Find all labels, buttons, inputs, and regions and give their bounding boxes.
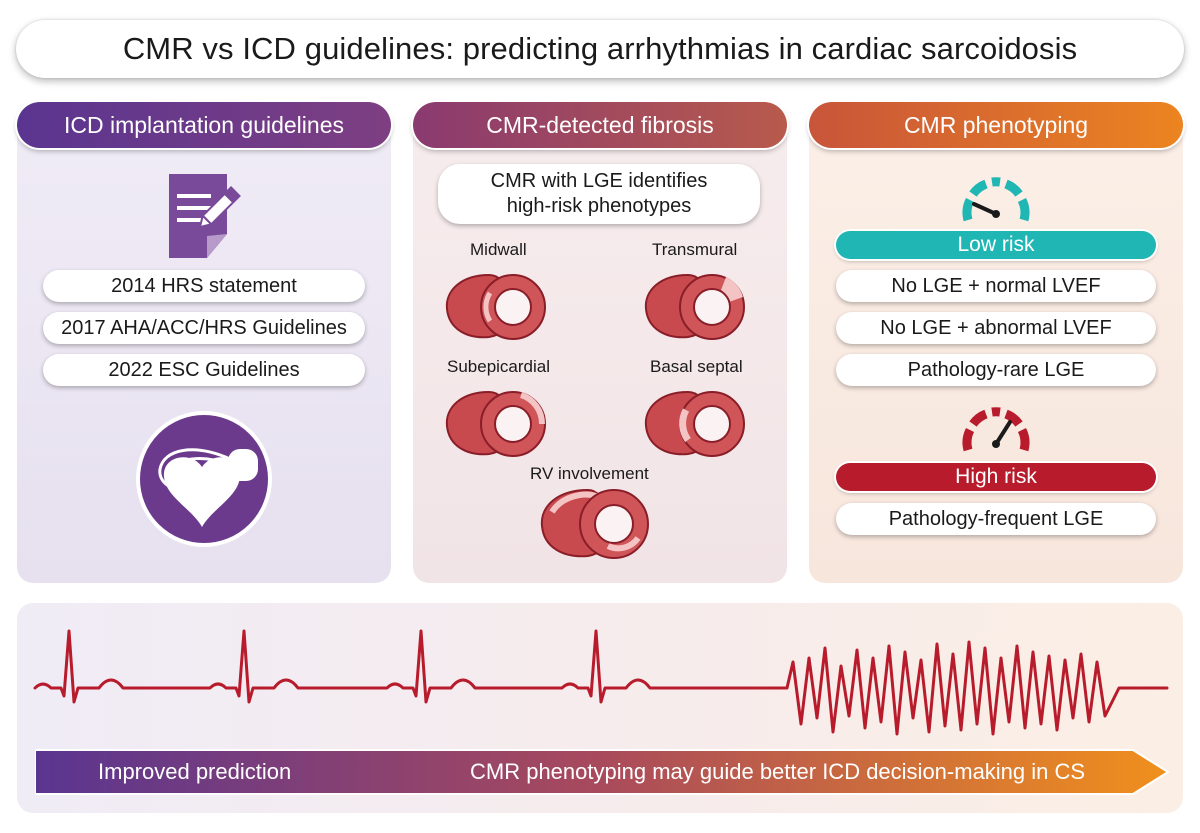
midwall-heart-slice-icon <box>445 273 546 340</box>
basal-septal-heart-slice-icon <box>644 390 745 457</box>
cmr-phenotyping-panel: CMR phenotyping Low risk No LGE + normal… <box>809 102 1183 583</box>
phenotype-label: Basal septal <box>650 357 743 376</box>
guideline-item: 2014 HRS statement <box>43 270 365 302</box>
lge-callout: CMR with LGE identifies high-risk phenot… <box>438 164 760 224</box>
phenotype-label: RV involvement <box>530 464 649 483</box>
phenotype-label: Subepicardial <box>447 357 551 376</box>
cmr-phenotyping-header: CMR phenotyping <box>809 102 1183 148</box>
lge-callout-line: high-risk phenotypes <box>506 195 692 217</box>
low-risk-item: Pathology-rare LGE <box>836 354 1156 386</box>
phenotype-label: Midwall <box>470 240 527 259</box>
guideline-item: 2022 ESC Guidelines <box>43 354 365 386</box>
transmural-heart-slice-icon <box>644 273 745 340</box>
low-risk-label: Low risk <box>836 231 1156 259</box>
guideline-item: 2017 AHA/ACC/HRS Guidelines <box>43 312 365 344</box>
phenotype-label: Transmural <box>652 240 738 259</box>
icd-guidelines-panel: ICD implantation guidelines 2014 HRS sta… <box>17 102 391 583</box>
cmr-fibrosis-header: CMR-detected fibrosis <box>413 102 787 148</box>
high-risk-item: Pathology-frequent LGE <box>836 503 1156 535</box>
subepicardial-heart-slice-icon <box>445 390 546 457</box>
icd-decision-label: CMR phenotyping may guide better ICD dec… <box>470 759 1086 784</box>
ecg-trace <box>33 629 1169 736</box>
gauge-low-icon <box>962 177 1030 222</box>
rv-involvement-heart-slice-icon <box>540 488 649 559</box>
cmr-fibrosis-panel: CMR-detected fibrosis CMR with LGE ident… <box>413 102 787 583</box>
high-risk-label: High risk <box>836 463 1156 491</box>
improved-prediction-arrow <box>35 749 1170 795</box>
icd-device-heart-icon <box>136 411 272 547</box>
document-pen-icon <box>169 174 241 258</box>
icd-guidelines-header: ICD implantation guidelines <box>17 102 391 148</box>
lge-callout-line: CMR with LGE identifies <box>490 170 708 192</box>
page-title: CMR vs ICD guidelines: predicting arrhyt… <box>16 20 1184 78</box>
gauge-high-icon <box>962 407 1030 452</box>
improved-prediction-label: Improved prediction <box>98 759 292 784</box>
low-risk-item: No LGE + normal LVEF <box>836 270 1156 302</box>
low-risk-item: No LGE + abnormal LVEF <box>836 312 1156 344</box>
